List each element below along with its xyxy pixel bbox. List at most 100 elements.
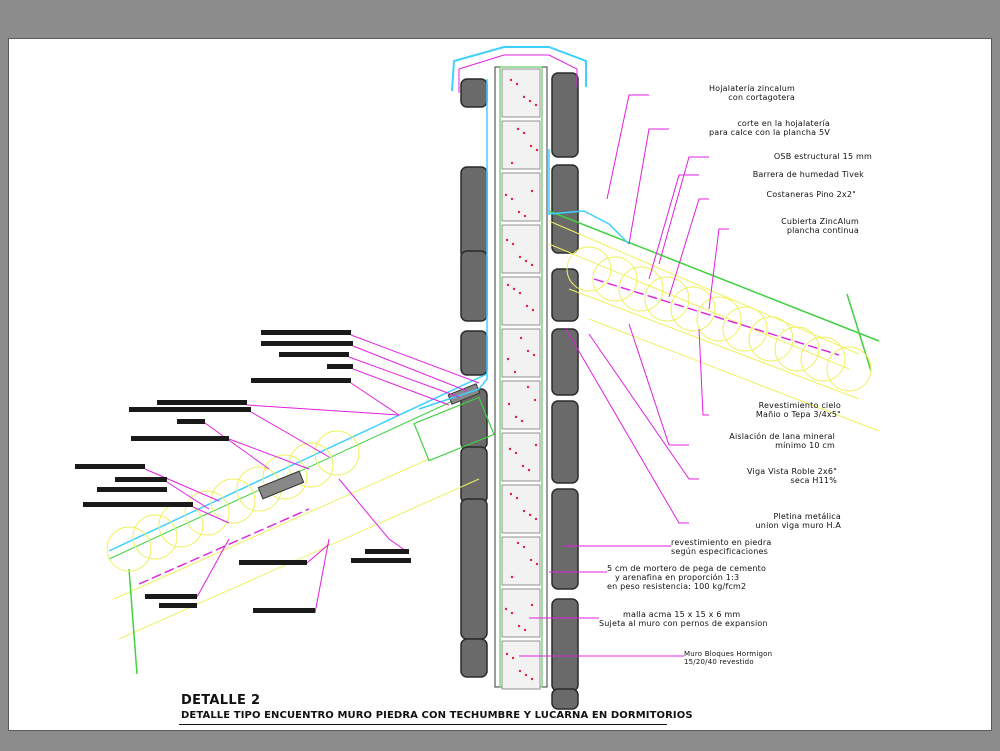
stone [551, 72, 579, 158]
leader-line [588, 333, 699, 480]
aggregate-dot [531, 308, 535, 312]
aggregate-dot [527, 468, 531, 472]
insulation-loop [262, 454, 308, 500]
aggregate-dot [528, 513, 532, 517]
aggregate-dot [534, 517, 538, 521]
illegible-label [115, 477, 167, 482]
leader-line [658, 156, 709, 265]
insulation-loop [826, 346, 872, 392]
dormer-beam-line [118, 478, 480, 640]
aggregate-dot [526, 349, 530, 353]
stone [460, 446, 488, 504]
note-hojalateria: Hojalatería zincalum con cortagotera [649, 84, 795, 102]
insulation-loop [644, 276, 690, 322]
note-line: Sujeta al muro con pernos de expansion [599, 619, 768, 628]
aggregate-dot [533, 398, 537, 402]
aggregate-dot [518, 291, 522, 295]
illegible-label [75, 464, 145, 469]
osb-line [548, 220, 860, 355]
leader-line [628, 128, 669, 245]
note-line: Pletina metálica [773, 512, 841, 521]
insulation-loop [566, 246, 612, 292]
aggregate-dot [504, 607, 508, 611]
aggregate-dot [516, 127, 520, 131]
aggregate-dot [529, 558, 533, 562]
note-line: Mañio o Tepa 3/4x5" [755, 410, 841, 419]
leader-line [348, 356, 460, 398]
drawing-sheet: Hojalatería zincalum con cortagotera cor… [8, 38, 992, 731]
dormer-roof-left-slope [106, 373, 495, 675]
leader-line [648, 174, 699, 280]
aggregate-dot [518, 669, 522, 673]
insulation-loop [210, 478, 256, 524]
note-mortero: 5 cm de mortero de pega de cemento y are… [607, 564, 766, 591]
note-revestimiento-cielo: Revestimiento cielo Mañio o Tepa 3/4x5" [709, 401, 841, 419]
stone [460, 638, 488, 678]
leader-line [628, 323, 689, 446]
note-line: revestimiento en piedra [671, 538, 772, 547]
aggregate-dot [510, 575, 514, 579]
stone [460, 330, 488, 376]
aggregate-dot [508, 447, 512, 451]
aggregate-dot [521, 464, 525, 468]
illegible-label [327, 364, 353, 369]
insulation-loop [670, 286, 716, 332]
wall-cap-flashing [418, 46, 630, 410]
concrete-block [501, 484, 541, 534]
aggregate-dot [510, 611, 514, 615]
aggregate-dot [530, 189, 534, 193]
aggregate-dot [509, 492, 513, 496]
leader-line [250, 411, 330, 458]
note-line: en peso resistencia: 100 kg/fcm2 [607, 582, 747, 591]
dormer-beam-line [113, 458, 430, 600]
concrete-block [501, 536, 541, 586]
illegible-label [131, 436, 229, 441]
aggregate-dot [526, 385, 530, 389]
insulation-loop [722, 306, 768, 352]
dormer-header-beam [413, 396, 495, 462]
note-costaneras: Costaneras Pino 2x2" [709, 190, 856, 199]
note-malla: malla acma 15 x 15 x 6 mm Sujeta al muro… [599, 610, 768, 628]
illegible-label [261, 341, 353, 346]
aggregate-dot [522, 545, 526, 549]
aggregate-dot [505, 652, 509, 656]
note-aislacion: Aislación de lana mineral mínimo 10 cm [689, 432, 835, 450]
note-piedra: revestimiento en piedra según especifica… [671, 538, 771, 556]
cap-inner [458, 54, 578, 93]
leader-line [698, 328, 709, 416]
dormer-roof-edge [128, 568, 138, 675]
concrete-block [501, 432, 541, 482]
concrete-block [501, 380, 541, 430]
concrete-block [501, 640, 541, 690]
stone [460, 250, 488, 322]
aggregate-dot [517, 624, 521, 628]
aggregate-dot [524, 259, 528, 263]
concrete-block [501, 172, 541, 222]
aggregate-dot [530, 677, 534, 681]
insulation-loop [800, 336, 846, 382]
beam-line [588, 318, 880, 432]
concrete-block-wall [494, 66, 548, 690]
drawing-subtitle: DETALLE TIPO ENCUENTRO MURO PIEDRA CON T… [181, 710, 693, 721]
stone [551, 688, 579, 710]
concrete-block [501, 68, 541, 118]
note-line: para calce con la plancha 5V [708, 128, 830, 137]
title-underline [179, 724, 667, 725]
stone [551, 164, 579, 254]
stone [551, 328, 579, 396]
osb-line [548, 243, 850, 370]
cap-flashing [451, 46, 587, 92]
leader-line [144, 468, 220, 502]
ceiling-line [593, 278, 840, 356]
insulation-loop [184, 490, 230, 536]
illegible-label [253, 608, 315, 613]
annotation-leaders [144, 94, 729, 657]
aggregate-dot [530, 603, 534, 607]
note-line: Barrera de humedad Tivek [752, 170, 864, 179]
roof-edge [846, 293, 872, 372]
note-line: plancha continua [786, 226, 859, 235]
note-corte: corte en la hojalatería para calce con l… [669, 119, 830, 137]
leader-line [306, 543, 330, 564]
aggregate-dot [529, 144, 533, 148]
aggregate-dot [523, 628, 527, 632]
